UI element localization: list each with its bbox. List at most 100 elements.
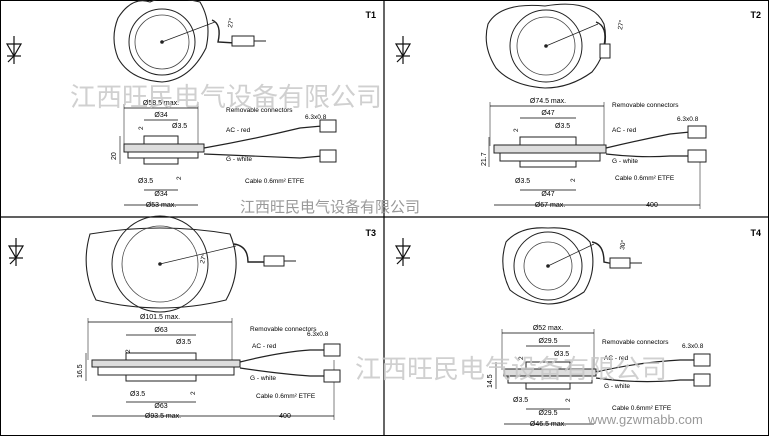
top-terminal bbox=[231, 35, 255, 47]
terminal-size: 6.3x0.8 bbox=[305, 114, 327, 121]
dim-gap-top: 2 bbox=[125, 349, 132, 353]
dim-top-pole: Ø47 bbox=[541, 110, 554, 117]
dim-gap-top: 2 bbox=[513, 128, 520, 132]
thyristor-symbol-icon bbox=[395, 35, 411, 65]
ceramic-body bbox=[127, 151, 199, 159]
watermark-text: 江西旺民电气设备有限公司 bbox=[355, 355, 667, 385]
flange bbox=[91, 359, 241, 368]
cable-g bbox=[203, 153, 323, 159]
connectors-label: Removable connectors bbox=[226, 107, 293, 114]
panel-label: T1 bbox=[365, 10, 376, 20]
thyristor-symbol-icon bbox=[8, 237, 24, 267]
terminal-size: 6.3x0.8 bbox=[682, 343, 704, 350]
gate-lead bbox=[211, 19, 253, 45]
top-view-ring bbox=[509, 9, 583, 83]
flange bbox=[123, 143, 205, 153]
dim-height: 21.7 bbox=[481, 152, 488, 166]
dim-base-diameter: Ø93.5 max. bbox=[145, 413, 181, 420]
connectors-label: Removable connectors bbox=[602, 339, 669, 346]
panel-label: T3 bbox=[365, 228, 376, 238]
g-label: G - white bbox=[250, 375, 276, 382]
watermark-text: 江西旺民电气设备有限公司 bbox=[70, 83, 382, 113]
angle-label: 27° bbox=[616, 19, 626, 30]
cable-label: Cable 0.6mm² ETFE bbox=[615, 175, 675, 182]
connector-g bbox=[323, 369, 341, 383]
dim-gap-bottom: 2 bbox=[565, 398, 572, 402]
top-view-ring bbox=[128, 8, 196, 76]
panel-t4: T4 30° Ø52 max. Ø29.5 Ø3.5 2 14.5 Ø3.5 2… bbox=[395, 227, 761, 428]
cable-label: Cable 0.6mm² ETFE bbox=[612, 405, 672, 412]
ceramic-body bbox=[499, 152, 601, 162]
g-label: G - white bbox=[604, 383, 630, 390]
top-pole-face bbox=[519, 136, 577, 146]
cable-g bbox=[605, 153, 690, 158]
angle-label: 27° bbox=[226, 17, 236, 28]
dim-bottom-gate: Ø3.5 bbox=[513, 397, 528, 404]
connector-g bbox=[693, 373, 711, 387]
connector-ac bbox=[693, 353, 711, 367]
dim-gap-bottom: 2 bbox=[190, 391, 197, 395]
dim-bottom-pole: Ø29.5 bbox=[538, 410, 557, 417]
dim-lead-length: 400 bbox=[279, 413, 291, 420]
dim-gate-hole: Ø3.5 bbox=[554, 351, 569, 358]
top-view-pole bbox=[523, 241, 573, 291]
angle-label: 27° bbox=[198, 253, 208, 265]
gate-lead bbox=[233, 243, 270, 263]
panel-label: T4 bbox=[750, 228, 761, 238]
connectors-label: Removable connectors bbox=[250, 326, 317, 333]
top-view-pole bbox=[121, 225, 199, 303]
dim-bottom-pole: Ø34 bbox=[154, 191, 167, 198]
angle-line bbox=[545, 23, 599, 47]
top-view-ring bbox=[111, 215, 209, 313]
dim-outer-diameter: Ø101.5 max. bbox=[140, 314, 180, 321]
bottom-pole-face bbox=[125, 374, 197, 382]
cable-g bbox=[239, 367, 326, 377]
dim-bottom-pole: Ø63 bbox=[154, 403, 167, 410]
top-pole-face bbox=[125, 352, 197, 361]
flange bbox=[493, 144, 607, 154]
dim-top-pole: Ø29.5 bbox=[538, 338, 557, 345]
dim-top-pole: Ø63 bbox=[154, 327, 167, 334]
angle-label: 30° bbox=[618, 239, 628, 250]
dim-base-diameter: Ø46.5 max. bbox=[530, 421, 566, 428]
dim-gap-top: 2 bbox=[518, 356, 525, 360]
panel-t3: T3 27° Ø101.5 max. Ø63 Ø3.5 2 16.5 Ø3.5 … bbox=[8, 215, 376, 420]
dim-outer-diameter: Ø52 max. bbox=[533, 325, 563, 332]
cable-ac bbox=[605, 131, 691, 149]
dim-base-diameter: Ø67 max. bbox=[535, 202, 565, 209]
dim-gap-top: 2 bbox=[138, 126, 145, 130]
connector-ac bbox=[323, 343, 341, 357]
dim-bottom-gate: Ø3.5 bbox=[138, 178, 153, 185]
g-label: G - white bbox=[612, 158, 638, 165]
panel-t2: T2 27° Ø74.5 max. Ø47 Ø3.5 2 21.7 Ø3.5 2… bbox=[395, 3, 761, 209]
watermark-text: 江西旺民电气设备有限公司 bbox=[240, 198, 420, 216]
dim-outer-diameter: Ø74.5 max. bbox=[530, 98, 566, 105]
dim-bottom-gate: Ø3.5 bbox=[130, 391, 145, 398]
dim-gate-hole: Ø3.5 bbox=[555, 123, 570, 130]
ac-label: AC - red bbox=[226, 127, 251, 134]
dim-base-diameter: Ø53 max. bbox=[146, 202, 176, 209]
angle-line bbox=[161, 21, 216, 43]
dim-lead-length: 400 bbox=[646, 202, 658, 209]
g-label: G - white bbox=[226, 156, 252, 163]
connector-ac bbox=[687, 125, 707, 139]
dim-height: 20 bbox=[111, 152, 118, 160]
panel-label: T2 bbox=[750, 10, 761, 20]
dim-gate-hole: Ø3.5 bbox=[172, 123, 187, 130]
cable-ac bbox=[203, 125, 323, 149]
gate-lead bbox=[591, 241, 615, 265]
ac-label: AC - red bbox=[604, 355, 629, 362]
connector-g bbox=[687, 149, 707, 163]
bottom-pole-face bbox=[143, 157, 179, 165]
cable-label: Cable 0.6mm² ETFE bbox=[245, 178, 305, 185]
watermark-url: www.gzwmabb.com bbox=[587, 412, 703, 427]
dim-gap-bottom: 2 bbox=[176, 176, 183, 180]
dim-outer-diameter: Ø58.5 max. bbox=[143, 100, 179, 107]
top-view-housing bbox=[502, 227, 594, 305]
connector-ac bbox=[319, 119, 337, 133]
connector-g bbox=[319, 149, 337, 163]
cable-g bbox=[595, 377, 696, 383]
connectors-label: Removable connectors bbox=[612, 102, 679, 109]
